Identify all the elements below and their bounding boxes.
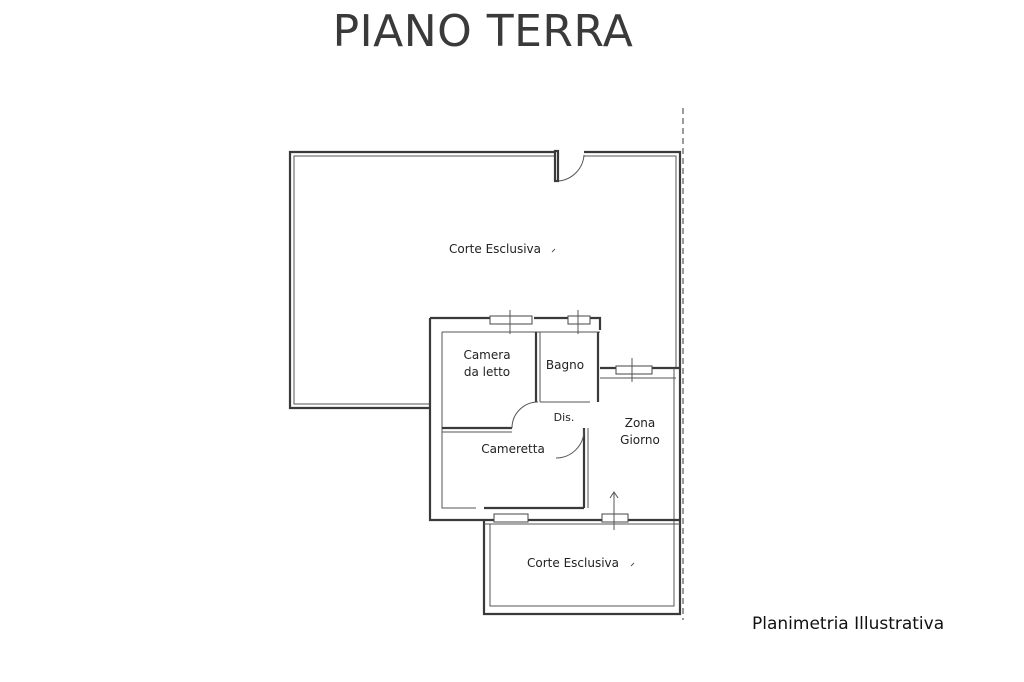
room-label-zona-line1: Zona (624, 416, 656, 430)
room-label-camera-line1: Camera (463, 348, 511, 362)
room-label-camera: Camera da letto (452, 347, 522, 381)
room-label-corte-bottom: Corte Esclusiva (527, 556, 619, 570)
window-top-left (489, 315, 533, 325)
room-label-cameretta: Cameretta (481, 442, 545, 456)
page-title: PIANO TERRA (332, 6, 634, 57)
window-right-zona (615, 365, 653, 375)
entry-arrow-icon (609, 491, 619, 499)
door-swing-camera (511, 401, 539, 429)
room-label-zona-giorno: Zona Giorno (610, 415, 670, 449)
room-label-zona-line2: Giorno (620, 433, 660, 447)
room-label-camera-line2: da letto (463, 365, 511, 379)
room-label-corte-top: Corte Esclusiva (449, 242, 541, 256)
caption: Planimetria Illustrativa (752, 614, 945, 634)
room-label-bagno: Bagno (545, 358, 585, 372)
corte-esclusiva-top-walls (288, 150, 682, 410)
window-top-bagno (567, 315, 591, 325)
door-swing-dis (555, 429, 585, 459)
room-label-dis: Dis. (553, 411, 575, 424)
interior-walls (442, 332, 680, 525)
window-bottom-left (493, 513, 529, 523)
tick-mark (630, 562, 635, 567)
window-bottom-right (601, 513, 629, 523)
tick-mark (551, 248, 556, 253)
house-outer-walls (428, 316, 682, 616)
door-swing-top (553, 149, 585, 183)
